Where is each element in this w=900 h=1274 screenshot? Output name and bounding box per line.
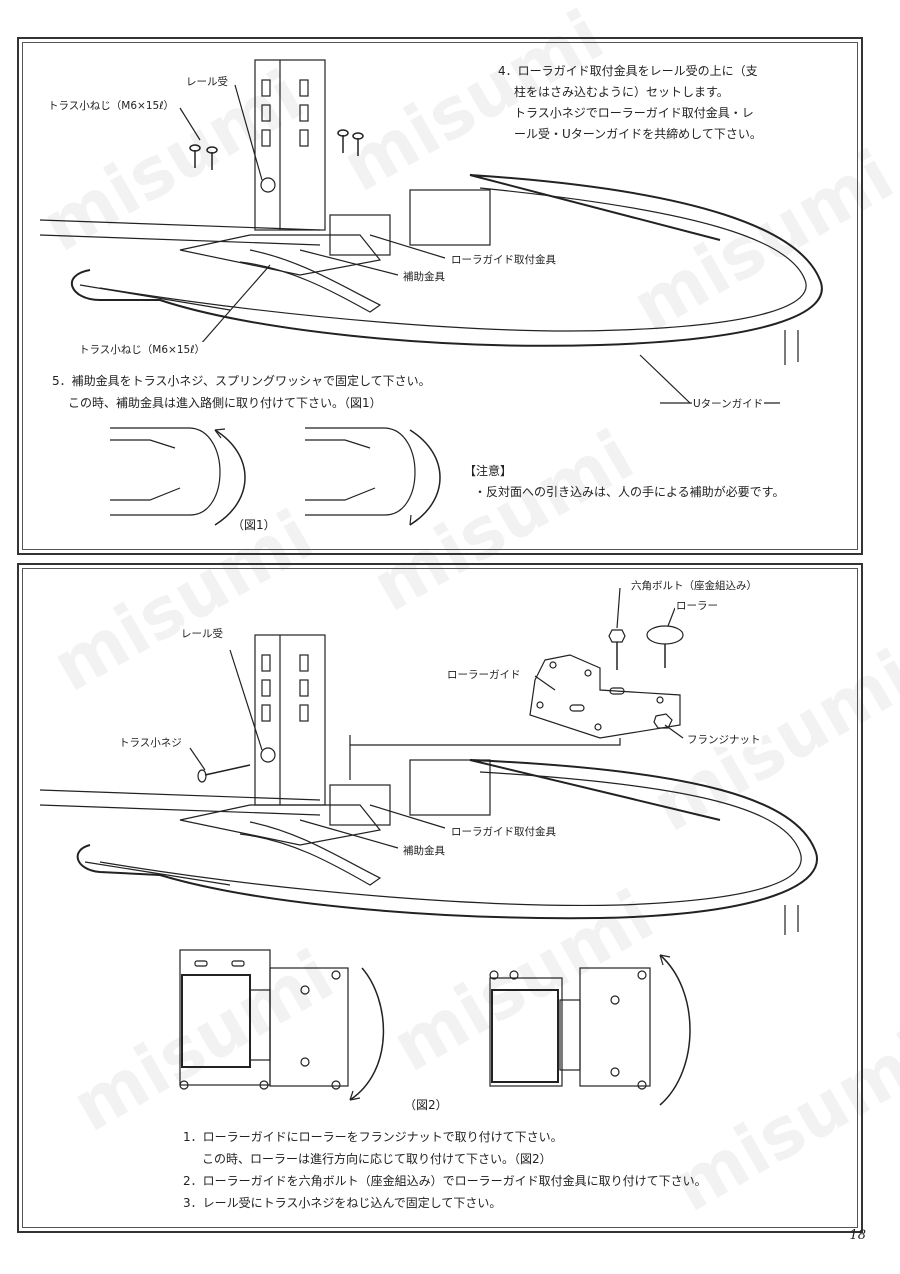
step4-line2: 柱をはさみ込むように）セットします。: [514, 85, 729, 99]
label-roller-guide-bracket-bottom: ローラガイド取付金具: [450, 824, 557, 839]
top-instruction-panel: [17, 37, 863, 555]
bottom-step2: 2．ローラーガイドを六角ボルト（座金組込み）でローラーガイド取付金具に取り付けて…: [183, 1174, 707, 1188]
bottom-instruction-panel: [17, 563, 863, 1233]
label-u-turn-guide: Uターンガイド: [692, 396, 765, 411]
note-title: 【注意】: [464, 464, 513, 478]
label-rail-receiver-bottom: レール受: [180, 626, 224, 641]
label-roller-guide: ローラーガイド: [446, 667, 522, 682]
fig1-caption: （図1）: [232, 518, 276, 532]
label-roller-guide-bracket: ローラガイド取付金具: [450, 252, 557, 267]
step5-line2: この時、補助金具は進入路側に取り付けて下さい。（図1）: [68, 396, 382, 410]
bottom-step3: 3．レール受にトラス小ネジをねじ込んで固定して下さい。: [183, 1196, 502, 1210]
label-rail-receiver: レール受: [185, 74, 229, 89]
step4-line3: トラス小ネジでローラーガイド取付金具・レ: [514, 106, 754, 120]
bottom-step1-line2: この時、ローラーは進行方向に応じて取り付けて下さい。（図2）: [202, 1152, 552, 1166]
label-truss-screw-bottom: トラス小ねじ（M6×15ℓ）: [78, 342, 207, 357]
label-flange-nut: フランジナット: [686, 732, 762, 747]
label-roller: ローラー: [675, 598, 719, 613]
step4-line1: 4．ローラガイド取付金具をレール受の上に（支: [498, 64, 758, 78]
page-number: 18: [849, 1228, 866, 1243]
label-truss-screw-top: トラス小ねじ（M6×15ℓ）: [47, 98, 176, 113]
label-truss-screw-bottom-panel: トラス小ネジ: [118, 735, 183, 750]
bottom-step1-line1: 1．ローラーガイドにローラーをフランジナットで取り付けて下さい。: [183, 1130, 563, 1144]
note-text: ・反対面への引き込みは、人の手による補助が必要です。: [474, 485, 785, 499]
step4-line4: ール受・Uターンガイドを共締めして下さい。: [514, 127, 762, 141]
label-aux-bracket: 補助金具: [402, 269, 446, 284]
label-aux-bracket-bottom: 補助金具: [402, 843, 446, 858]
label-hex-bolt: 六角ボルト（座金組込み）: [630, 578, 758, 593]
fig2-caption: （図2）: [404, 1098, 448, 1112]
step5-line1: 5．補助金具をトラス小ネジ、スプリングワッシャで固定して下さい。: [52, 374, 431, 388]
